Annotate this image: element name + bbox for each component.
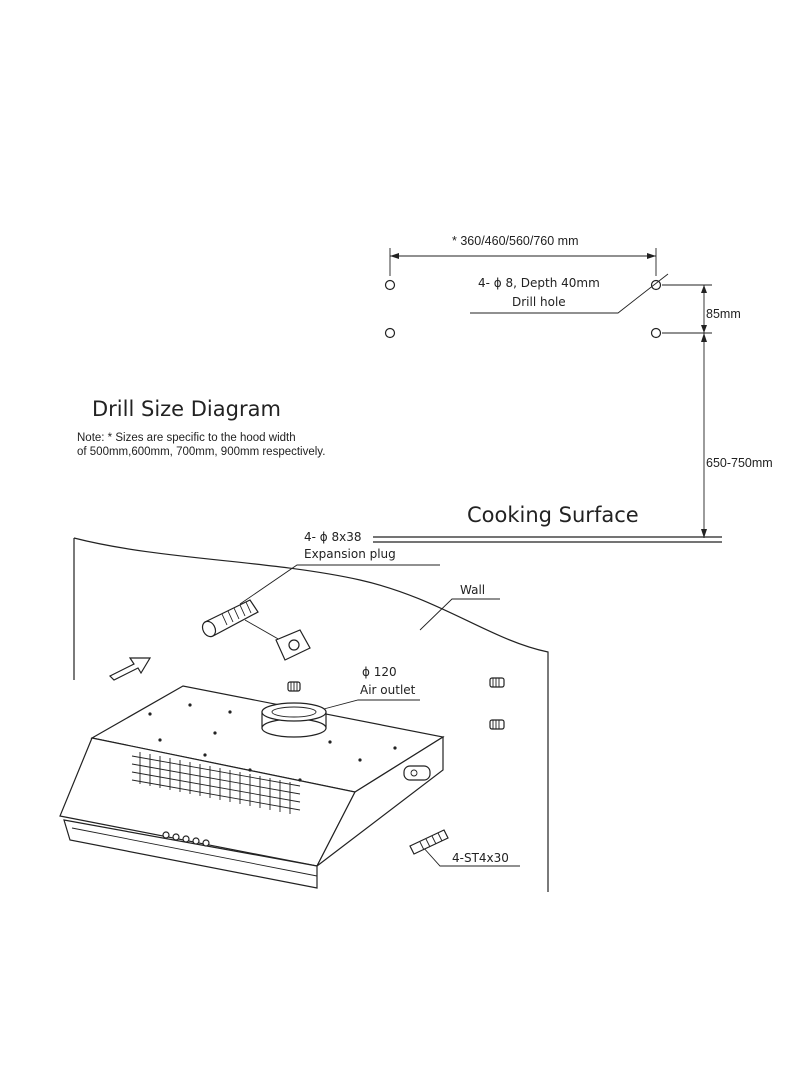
drill-size-section: Drill Size Diagram Note: * Sizes are spe… bbox=[77, 234, 773, 543]
screw-label: 4-ST4x30 bbox=[452, 851, 509, 865]
air-outlet-collar bbox=[261, 702, 327, 738]
drill-hole bbox=[650, 327, 662, 339]
wall-label: Wall bbox=[460, 583, 485, 597]
vertical-dimensions: 85mm 650-750mm bbox=[662, 284, 773, 538]
wall-outline bbox=[73, 537, 549, 892]
width-dimension-label: * 360/460/560/760 mm bbox=[452, 234, 578, 248]
screws bbox=[287, 677, 505, 855]
width-dimension: * 360/460/560/760 mm bbox=[389, 234, 657, 276]
hole-label: Drill hole bbox=[512, 295, 566, 309]
drill-hole-callout: 4- ϕ 8, Depth 40mm Drill hole bbox=[470, 273, 669, 314]
drill-hole bbox=[384, 279, 396, 291]
direction-arrow-icon bbox=[108, 657, 152, 681]
control-buttons bbox=[162, 831, 210, 847]
installation-section: 4- ϕ 8x38 Expansion plug Wall ϕ 120 Air … bbox=[59, 530, 549, 892]
height-range-label: 650-750mm bbox=[706, 456, 773, 470]
cooking-surface-label: Cooking Surface bbox=[467, 503, 639, 527]
side-mount-slot bbox=[403, 765, 431, 781]
drill-hole bbox=[384, 327, 396, 339]
mounting-plate bbox=[275, 629, 311, 661]
vertical-gap-label: 85mm bbox=[706, 307, 741, 321]
outlet-spec-label: ϕ 120 bbox=[362, 665, 397, 679]
range-hood bbox=[59, 685, 445, 889]
plug-spec-label: 4- ϕ 8x38 bbox=[304, 530, 362, 544]
drill-holes bbox=[384, 279, 662, 339]
plug-label: Expansion plug bbox=[304, 547, 396, 561]
drill-note-line2: of 500mm,600mm, 700mm, 900mm respectivel… bbox=[77, 446, 325, 458]
hole-spec-label: 4- ϕ 8, Depth 40mm bbox=[478, 276, 600, 290]
outlet-label: Air outlet bbox=[360, 683, 416, 697]
drill-title: Drill Size Diagram bbox=[92, 397, 281, 421]
expansion-plug bbox=[201, 599, 281, 641]
front-vents bbox=[131, 752, 301, 814]
drill-hole bbox=[650, 279, 662, 291]
drill-note-line1: Note: * Sizes are specific to the hood w… bbox=[77, 432, 296, 444]
cooking-surface: Cooking Surface bbox=[373, 503, 722, 543]
